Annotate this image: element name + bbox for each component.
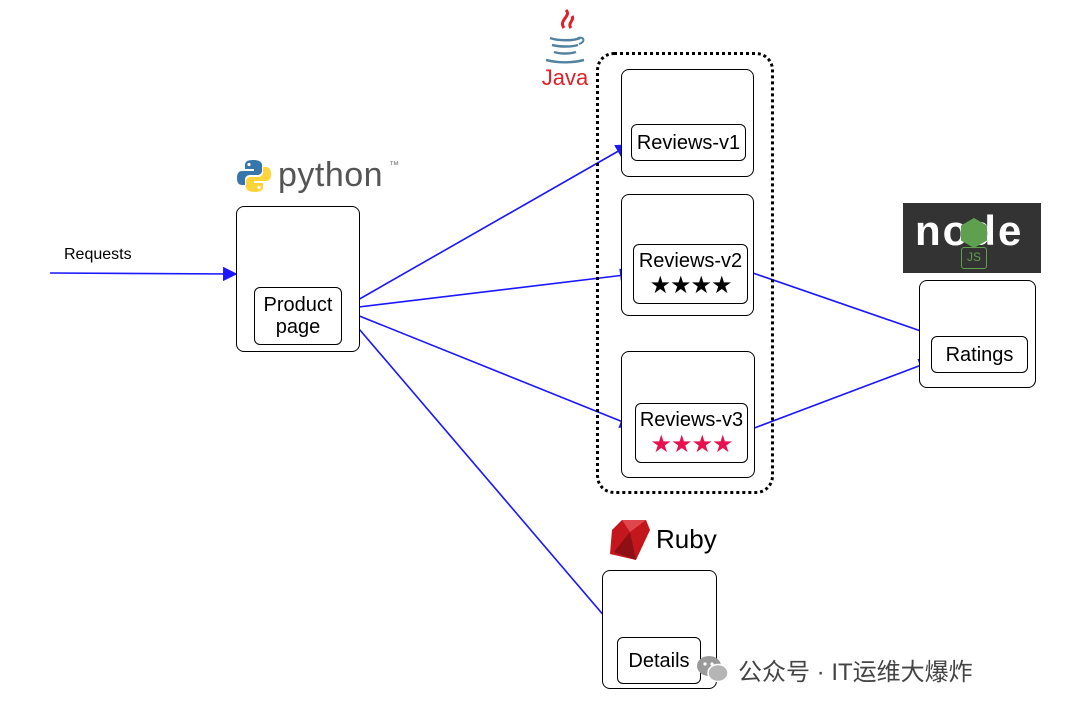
java-cup-icon (545, 8, 585, 64)
reviews-v3-label-box: Reviews-v3 ★★★★ (635, 403, 748, 463)
reviews-v2-stars: ★★★★ (649, 272, 732, 299)
reviews-group (596, 52, 774, 494)
arrow-productpage-reviews-v3 (341, 308, 635, 428)
java-wordmark: Java (541, 65, 589, 90)
nodejs-logo: node JS (903, 203, 1041, 273)
nodejs-hexagon-icon (961, 218, 987, 248)
productpage-label-line2: page (275, 316, 321, 338)
nodejs-js-text: JS (966, 250, 981, 264)
ratings-label-box: Ratings (931, 336, 1028, 373)
ruby-logo: Ruby (606, 516, 717, 562)
python-icon (237, 159, 271, 192)
requests-label: Requests (64, 246, 132, 263)
watermark-text: 公众号 · IT运维大爆炸 (738, 658, 973, 686)
python-trademark: ™ (389, 160, 400, 171)
details-label-box: Details (617, 637, 701, 684)
reviews-v2-label-box: Reviews-v2 ★★★★ (633, 244, 748, 304)
reviews-v1-label-box: Reviews-v1 (631, 124, 746, 161)
productpage-label-box: Product page (254, 287, 342, 345)
arrow-reviews-v3-ratings (748, 358, 934, 431)
reviews-v3-label: Reviews-v3 (639, 409, 744, 431)
watermark: 公众号 · IT运维大爆炸 (696, 652, 973, 686)
ruby-gem-icon (610, 520, 650, 560)
productpage-label-line1: Product (263, 294, 333, 316)
wechat-icon (697, 656, 729, 683)
arrow-productpage-details (341, 308, 624, 640)
reviews-v3-stars: ★★★★ (650, 431, 733, 458)
arrow-reviews-v2-ratings (749, 271, 943, 341)
ratings-label: Ratings (945, 343, 1014, 366)
python-logo: python ™ (236, 156, 399, 195)
requests-arrow (49, 266, 238, 282)
nodejs-js-badge: JS (961, 247, 987, 269)
arrow-productpage-reviews-v2 (341, 268, 635, 310)
python-wordmark: python (278, 156, 384, 194)
details-label: Details (628, 649, 690, 672)
reviews-v1-label: Reviews-v1 (636, 131, 741, 154)
arrow-productpage-reviews-v1 (341, 144, 631, 310)
reviews-v2-label: Reviews-v2 (638, 250, 743, 272)
java-logo: Java (540, 8, 590, 91)
ruby-wordmark: Ruby (656, 523, 717, 554)
